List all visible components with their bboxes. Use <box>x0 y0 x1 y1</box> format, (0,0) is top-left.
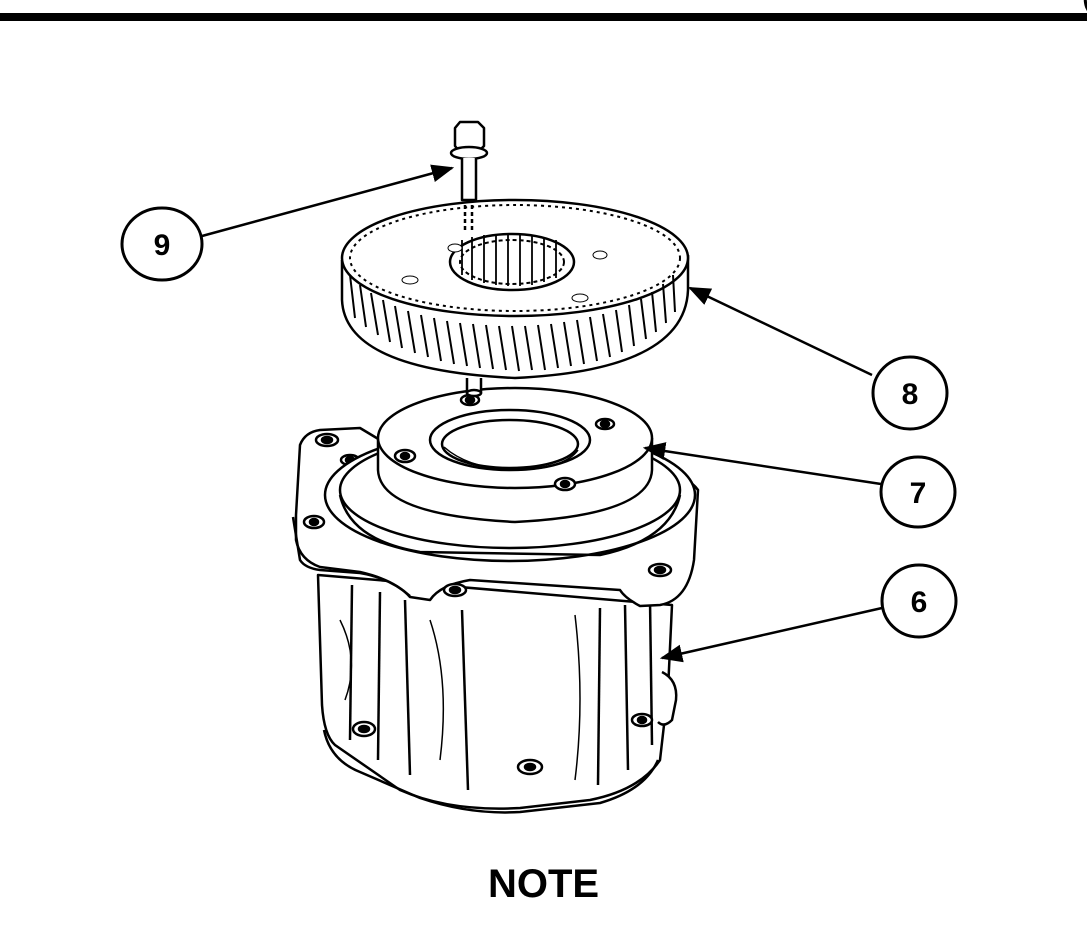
callout-label-8: 8 <box>902 378 919 411</box>
callout-label-7: 7 <box>910 477 927 510</box>
callout-7: 7 <box>879 455 957 529</box>
callout-9: 9 <box>120 206 204 282</box>
gear-drawing <box>340 198 690 380</box>
top-rule <box>0 13 1087 21</box>
callout-label-6: 6 <box>911 586 928 619</box>
leader-9 <box>201 164 455 238</box>
retainer-drawing <box>376 386 654 524</box>
callout-label-9: 9 <box>154 229 171 262</box>
leader-8 <box>687 286 873 377</box>
note-heading: NOTE <box>487 862 600 906</box>
callout-8: 8 <box>871 355 949 431</box>
leader-7 <box>642 442 882 486</box>
corner-fragment: ( <box>1082 0 1087 17</box>
leader-lines <box>201 164 883 663</box>
leader-6 <box>659 606 883 663</box>
callout-6: 6 <box>880 563 958 639</box>
bolt-drawing <box>449 120 489 398</box>
